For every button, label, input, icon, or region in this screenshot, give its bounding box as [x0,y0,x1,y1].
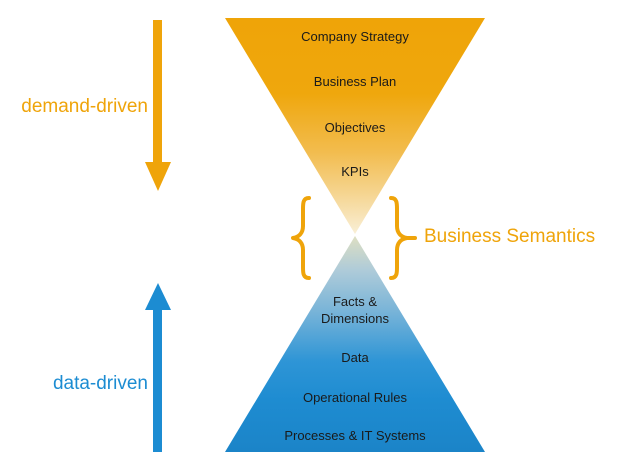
left-brace-icon [291,196,311,280]
triangle-label-operational-rules: Operational Rules [302,390,408,405]
triangle-label-kpis: KPIs [341,164,369,179]
demand-arrow-shaft [153,20,162,163]
triangle-label-data: Data [341,350,369,365]
demand-driven-label: demand-driven [21,96,148,117]
demand-arrow-down-icon [145,162,171,191]
triangle-label-processes-it-systems: Processes & IT Systems [284,428,426,443]
triangle-label-facts-dimensions: Facts & Dimensions [321,294,389,326]
triangle-label-objectives: Objectives [324,120,386,135]
data-arrow-up-icon [145,283,171,310]
triangle-label-company-strategy: Company Strategy [301,29,409,44]
data-driven-label: data-driven [52,373,148,394]
data-arrow-shaft [153,309,162,452]
triangle-label-business-plan: Business Plan [313,74,397,89]
data-triangle: Facts & Dimensions Data Operational Rule… [225,236,485,452]
right-brace-icon [389,196,417,280]
business-semantics-label: Business Semantics [424,226,596,247]
demand-triangle: Company Strategy Business Plan Objective… [225,18,485,234]
